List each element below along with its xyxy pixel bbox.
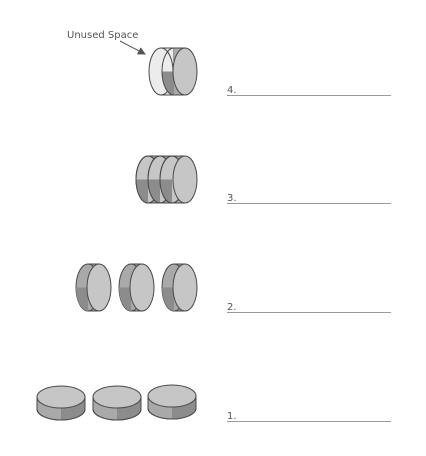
unused-space-callout: Unused Space — [67, 30, 146, 55]
callout-arrow — [119, 40, 146, 55]
step-label-1: 1. — [227, 411, 237, 422]
row-1: 1. — [36, 384, 391, 422]
coin-4-b — [172, 47, 198, 96]
coin-1-c — [147, 384, 197, 420]
coin-1-b — [92, 385, 142, 421]
row-3: 3. — [135, 155, 391, 204]
coin-1-a — [36, 385, 86, 421]
coin-2-a — [75, 263, 112, 312]
step-label-2: 2. — [227, 302, 237, 313]
coin-2-c — [161, 263, 198, 312]
coin-3-c — [159, 155, 198, 204]
coin-2-b — [118, 263, 155, 312]
unused-space-label: Unused Space — [67, 30, 138, 41]
row-4: Unused Space 4. — [67, 30, 391, 96]
row-2: 2. — [75, 263, 391, 313]
step-label-3: 3. — [227, 193, 237, 204]
step-label-4: 4. — [227, 85, 237, 96]
